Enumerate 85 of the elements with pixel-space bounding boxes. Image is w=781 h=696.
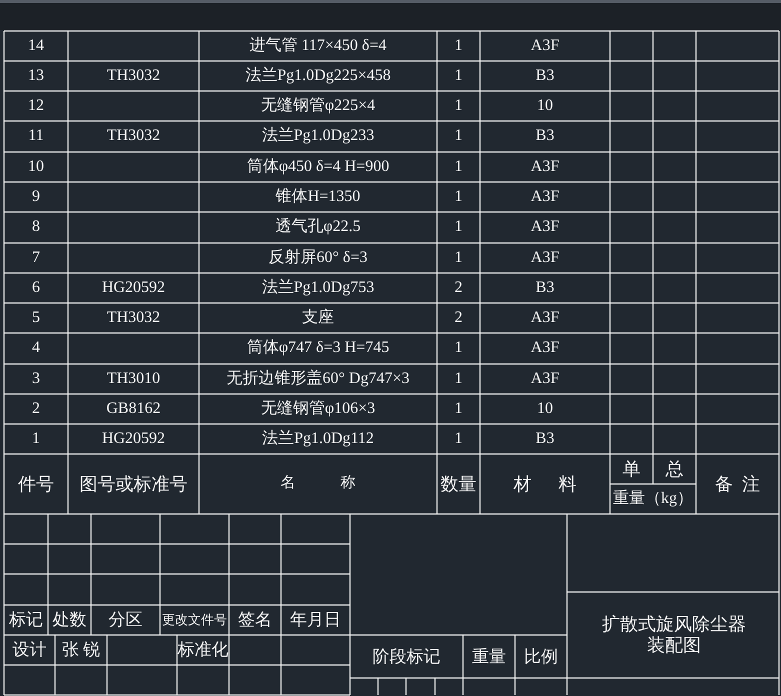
table-cell-text: 更改文件号: [161, 610, 228, 629]
table-cell-text: TH3032: [106, 66, 162, 86]
table-cell-text: 1: [454, 186, 464, 207]
table-cell-text: 10: [27, 156, 45, 177]
table-cell-text: 1: [454, 248, 464, 268]
table-cell-text: 1: [454, 156, 464, 177]
table-cell-text: A3F: [530, 338, 560, 358]
table-cell-text: 重量（kg）: [612, 488, 694, 509]
table-cell-text: TH3032: [106, 308, 162, 328]
table-cell-text: B3: [534, 278, 556, 298]
table-cell-text: 无缝钢管φ106×3: [260, 398, 376, 419]
table-cell-text: HG20592: [100, 278, 166, 298]
table-cell-text: 备注: [714, 472, 770, 496]
table-cell-text: 筒体φ450 δ=4 H=900: [246, 156, 390, 177]
table-cell-text: 1: [454, 216, 464, 237]
table-cell-text: 14: [27, 36, 45, 56]
table-cell-text: 9: [31, 186, 41, 207]
table-cell-text: B3: [534, 126, 556, 146]
table-cell-text: 法兰Pg1.0Dg753: [260, 278, 376, 298]
table-cell-text: 1: [454, 66, 464, 86]
table-cell-text: 阶段标记: [372, 646, 442, 668]
table-cell-text: B3: [534, 428, 556, 449]
table-cell-text: 支座: [301, 308, 335, 328]
table-cell-text: 扩散式旋风除尘器装配图: [601, 613, 747, 657]
table-cell-text: 处数: [52, 609, 88, 632]
table-cell-text: 1: [454, 338, 464, 358]
table-cell-text: 法兰Pg1.0Dg233: [260, 126, 376, 146]
table-cell-text: TH3032: [106, 126, 162, 146]
table-cell-text: A3F: [530, 36, 560, 56]
table-cell-text: 1: [454, 126, 464, 146]
table-cell-text: 件号: [17, 472, 55, 496]
table-cell-text: 签名: [237, 609, 273, 632]
table-cell-text: 4: [31, 338, 41, 358]
table-cell-text: 无折边锥形盖60° Dg747×3: [226, 368, 410, 389]
table-cell-text: 透气孔φ22.5: [274, 216, 362, 237]
table-cell-text: A3F: [530, 186, 560, 207]
table-cell-text: GB8162: [105, 398, 162, 419]
table-cell-text: 2: [31, 398, 41, 419]
table-cell-text: 10: [536, 96, 554, 116]
table-cell-text: 6: [31, 278, 41, 298]
table-cell-text: 反射屏60° δ=3: [268, 248, 368, 268]
table-cell-text: 2: [454, 308, 464, 328]
table-cell-text: 重量: [471, 646, 507, 668]
table-cell-text: 名称: [280, 474, 402, 494]
table-cell-text: 10: [536, 398, 554, 419]
table-cell-text: A3F: [530, 156, 560, 177]
table-cell-text: A3F: [530, 248, 560, 268]
table-cell-text: 5: [31, 308, 41, 328]
table-cell-text: 1: [454, 398, 464, 419]
table-cell-text: 材料: [512, 472, 604, 496]
table-cell-text: 3: [31, 368, 41, 389]
table-cell-text: 张 锐: [60, 639, 102, 662]
table-cell-text: 1: [31, 428, 41, 449]
table-cell-text: 1: [454, 36, 464, 56]
table-cell-text: 7: [31, 248, 41, 268]
table-cell-text: 法兰Pg1.0Dg225×458: [244, 66, 392, 86]
table-cell-text: A3F: [530, 368, 560, 389]
table-cell-text: A3F: [530, 308, 560, 328]
table-cell-text: 1: [454, 428, 464, 449]
table-cell-text: B3: [534, 66, 556, 86]
table-cell-text: TH3010: [106, 368, 162, 389]
table-cell-text: 筒体φ747 δ=3 H=745: [246, 338, 390, 358]
table-cell-text: 无缝钢管φ225×4: [260, 96, 376, 116]
table-cell-text: 标准化: [176, 639, 230, 662]
table-cell-text: 法兰Pg1.0Dg112: [261, 428, 375, 449]
table-cell-text: 1: [454, 96, 464, 116]
table-cell-text: 8: [31, 216, 41, 237]
table-cell-text: 单: [622, 458, 642, 481]
table-cell-text: 数量: [440, 472, 478, 496]
table-cell-text: 11: [27, 126, 45, 146]
table-cell-text: HG20592: [100, 428, 166, 449]
table-cell-text: 13: [27, 66, 45, 86]
table-cell-text: 图号或标准号: [78, 472, 188, 496]
table-cell-text: 年月日: [289, 609, 342, 632]
table-cell-text: 设计: [12, 639, 48, 662]
table-cell-text: 进气管 117×450 δ=4: [248, 36, 388, 56]
table-cell-text: 比例: [523, 646, 559, 668]
table-cell-text: 标记: [8, 609, 44, 632]
table-cell-text: 分区: [108, 609, 144, 632]
table-cell-text: 2: [454, 278, 464, 298]
table-cell-text: 总: [664, 458, 684, 481]
table-cell-text: 1: [454, 368, 464, 389]
table-cell-text: A3F: [530, 216, 560, 237]
table-cell-text: 锥体H=1350: [274, 186, 362, 207]
table-cell-text: 12: [27, 96, 45, 116]
